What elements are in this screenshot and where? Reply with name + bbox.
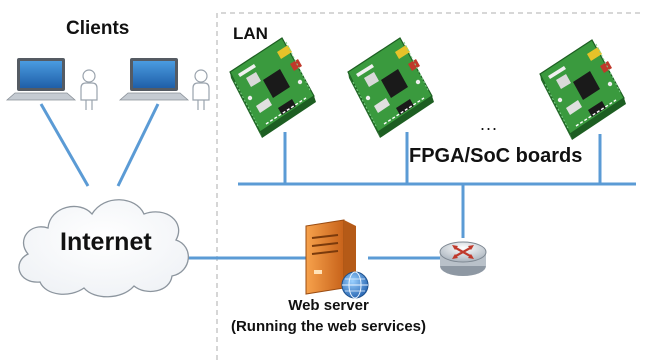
cloud-icon [18, 199, 189, 298]
link-client1-internet [39, 103, 90, 187]
fpga-board-icon [539, 39, 627, 141]
internet-label: Internet [60, 228, 152, 256]
clients-label: Clients [66, 18, 130, 39]
fpga-board-icon [229, 37, 317, 139]
fpga-board-icon [347, 37, 435, 139]
laptop-icon [119, 57, 189, 101]
network-links [39, 103, 636, 260]
globe-icon [341, 271, 369, 299]
web-server-label: Web server [288, 297, 369, 314]
user-icon [192, 69, 210, 111]
user-icon [80, 69, 98, 111]
router-icon [439, 241, 487, 276]
link-client2-internet [116, 103, 160, 187]
laptop-icon [6, 57, 76, 101]
lan-label: LAN [233, 24, 268, 43]
lan-boundary [216, 12, 640, 360]
more-boards-ellipsis: ... [480, 114, 499, 134]
web-server-detail-label: (Running the web services) [230, 318, 427, 335]
fpga-boards-label: FPGA/SoC boards [409, 145, 583, 167]
